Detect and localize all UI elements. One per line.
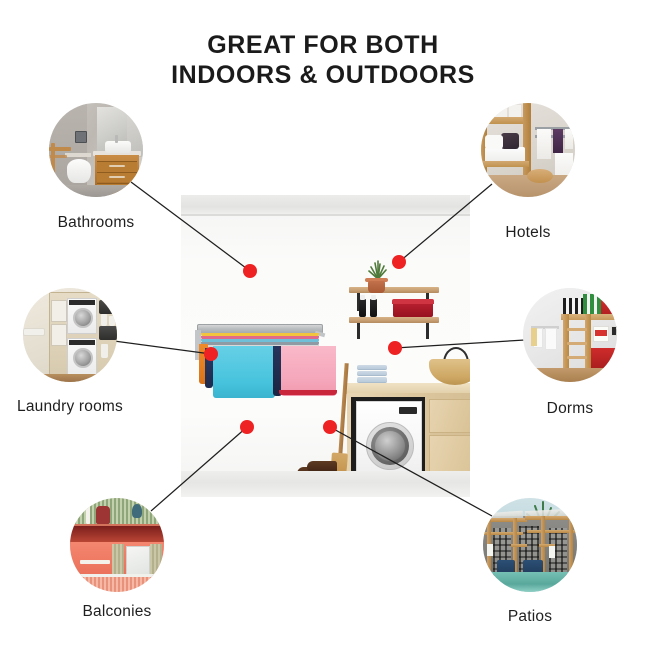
folded-towel-1 <box>357 365 387 370</box>
red-storage-box <box>393 302 433 317</box>
page-title: GREAT FOR BOTH INDOORS & OUTDOORS <box>0 30 646 90</box>
upper-shelf-bracket-left <box>357 293 360 311</box>
plant-pot-rim <box>365 278 388 282</box>
laundry-rooms-image <box>23 288 117 382</box>
cabinet-drawer-top[interactable] <box>429 399 470 433</box>
detergent-bottle-2-cap <box>371 295 376 300</box>
title-line-2: INDOORS & OUTDOORS <box>171 61 475 89</box>
blue-shirt <box>213 346 275 398</box>
folded-towel-3 <box>357 377 387 383</box>
hotels-image <box>481 103 575 197</box>
red-storage-box-lid <box>392 299 434 304</box>
scene-ceiling <box>181 195 470 215</box>
callout-label-laundry-rooms: Laundry rooms <box>17 398 123 415</box>
callout-label-patios: Patios <box>507 608 553 625</box>
callout-label-hotels: Hotels <box>505 224 551 241</box>
callout-label-balconies: Balconies <box>82 603 152 620</box>
detergent-bottle-2 <box>370 299 377 317</box>
washer-control-panel[interactable] <box>399 407 417 414</box>
detergent-bottle-1 <box>359 299 366 317</box>
washer-door-glass <box>375 431 405 461</box>
patios-image <box>483 498 577 592</box>
cloth-navy-left <box>205 348 213 388</box>
lower-shelf-bracket-left <box>357 323 360 339</box>
plant-pot <box>368 281 385 293</box>
cabinet-countertop <box>345 383 470 394</box>
folded-towel-2 <box>357 371 387 376</box>
cloth-strip-grey <box>201 342 319 346</box>
shoe-right <box>307 461 337 472</box>
potted-plant-leaves <box>366 257 390 280</box>
wall-mounted-drying-rack <box>195 324 337 398</box>
bathrooms-image <box>49 103 143 197</box>
callout-label-dorms: Dorms <box>546 400 594 417</box>
upper-shelf <box>349 287 439 293</box>
scene-floor <box>181 471 470 497</box>
title-line-1: GREAT FOR BOTH <box>207 31 439 59</box>
detergent-bottle-1-cap <box>360 295 365 300</box>
balconies-image <box>70 498 164 592</box>
cloth-orange <box>199 344 208 384</box>
pink-shirt <box>281 346 336 396</box>
lower-shelf-bracket-right <box>426 323 429 339</box>
cloth-strip-yellow <box>201 333 319 337</box>
lower-shelf <box>349 317 439 323</box>
cloth-red-hem <box>279 390 337 395</box>
dorms-image <box>523 288 617 382</box>
callout-label-bathrooms: Bathrooms <box>57 214 135 231</box>
cloth-strip-cyan <box>201 339 319 343</box>
cloth-strip-pink <box>201 336 319 340</box>
scene-ceiling-line <box>181 214 470 216</box>
cloth-navy-middle <box>273 346 282 396</box>
